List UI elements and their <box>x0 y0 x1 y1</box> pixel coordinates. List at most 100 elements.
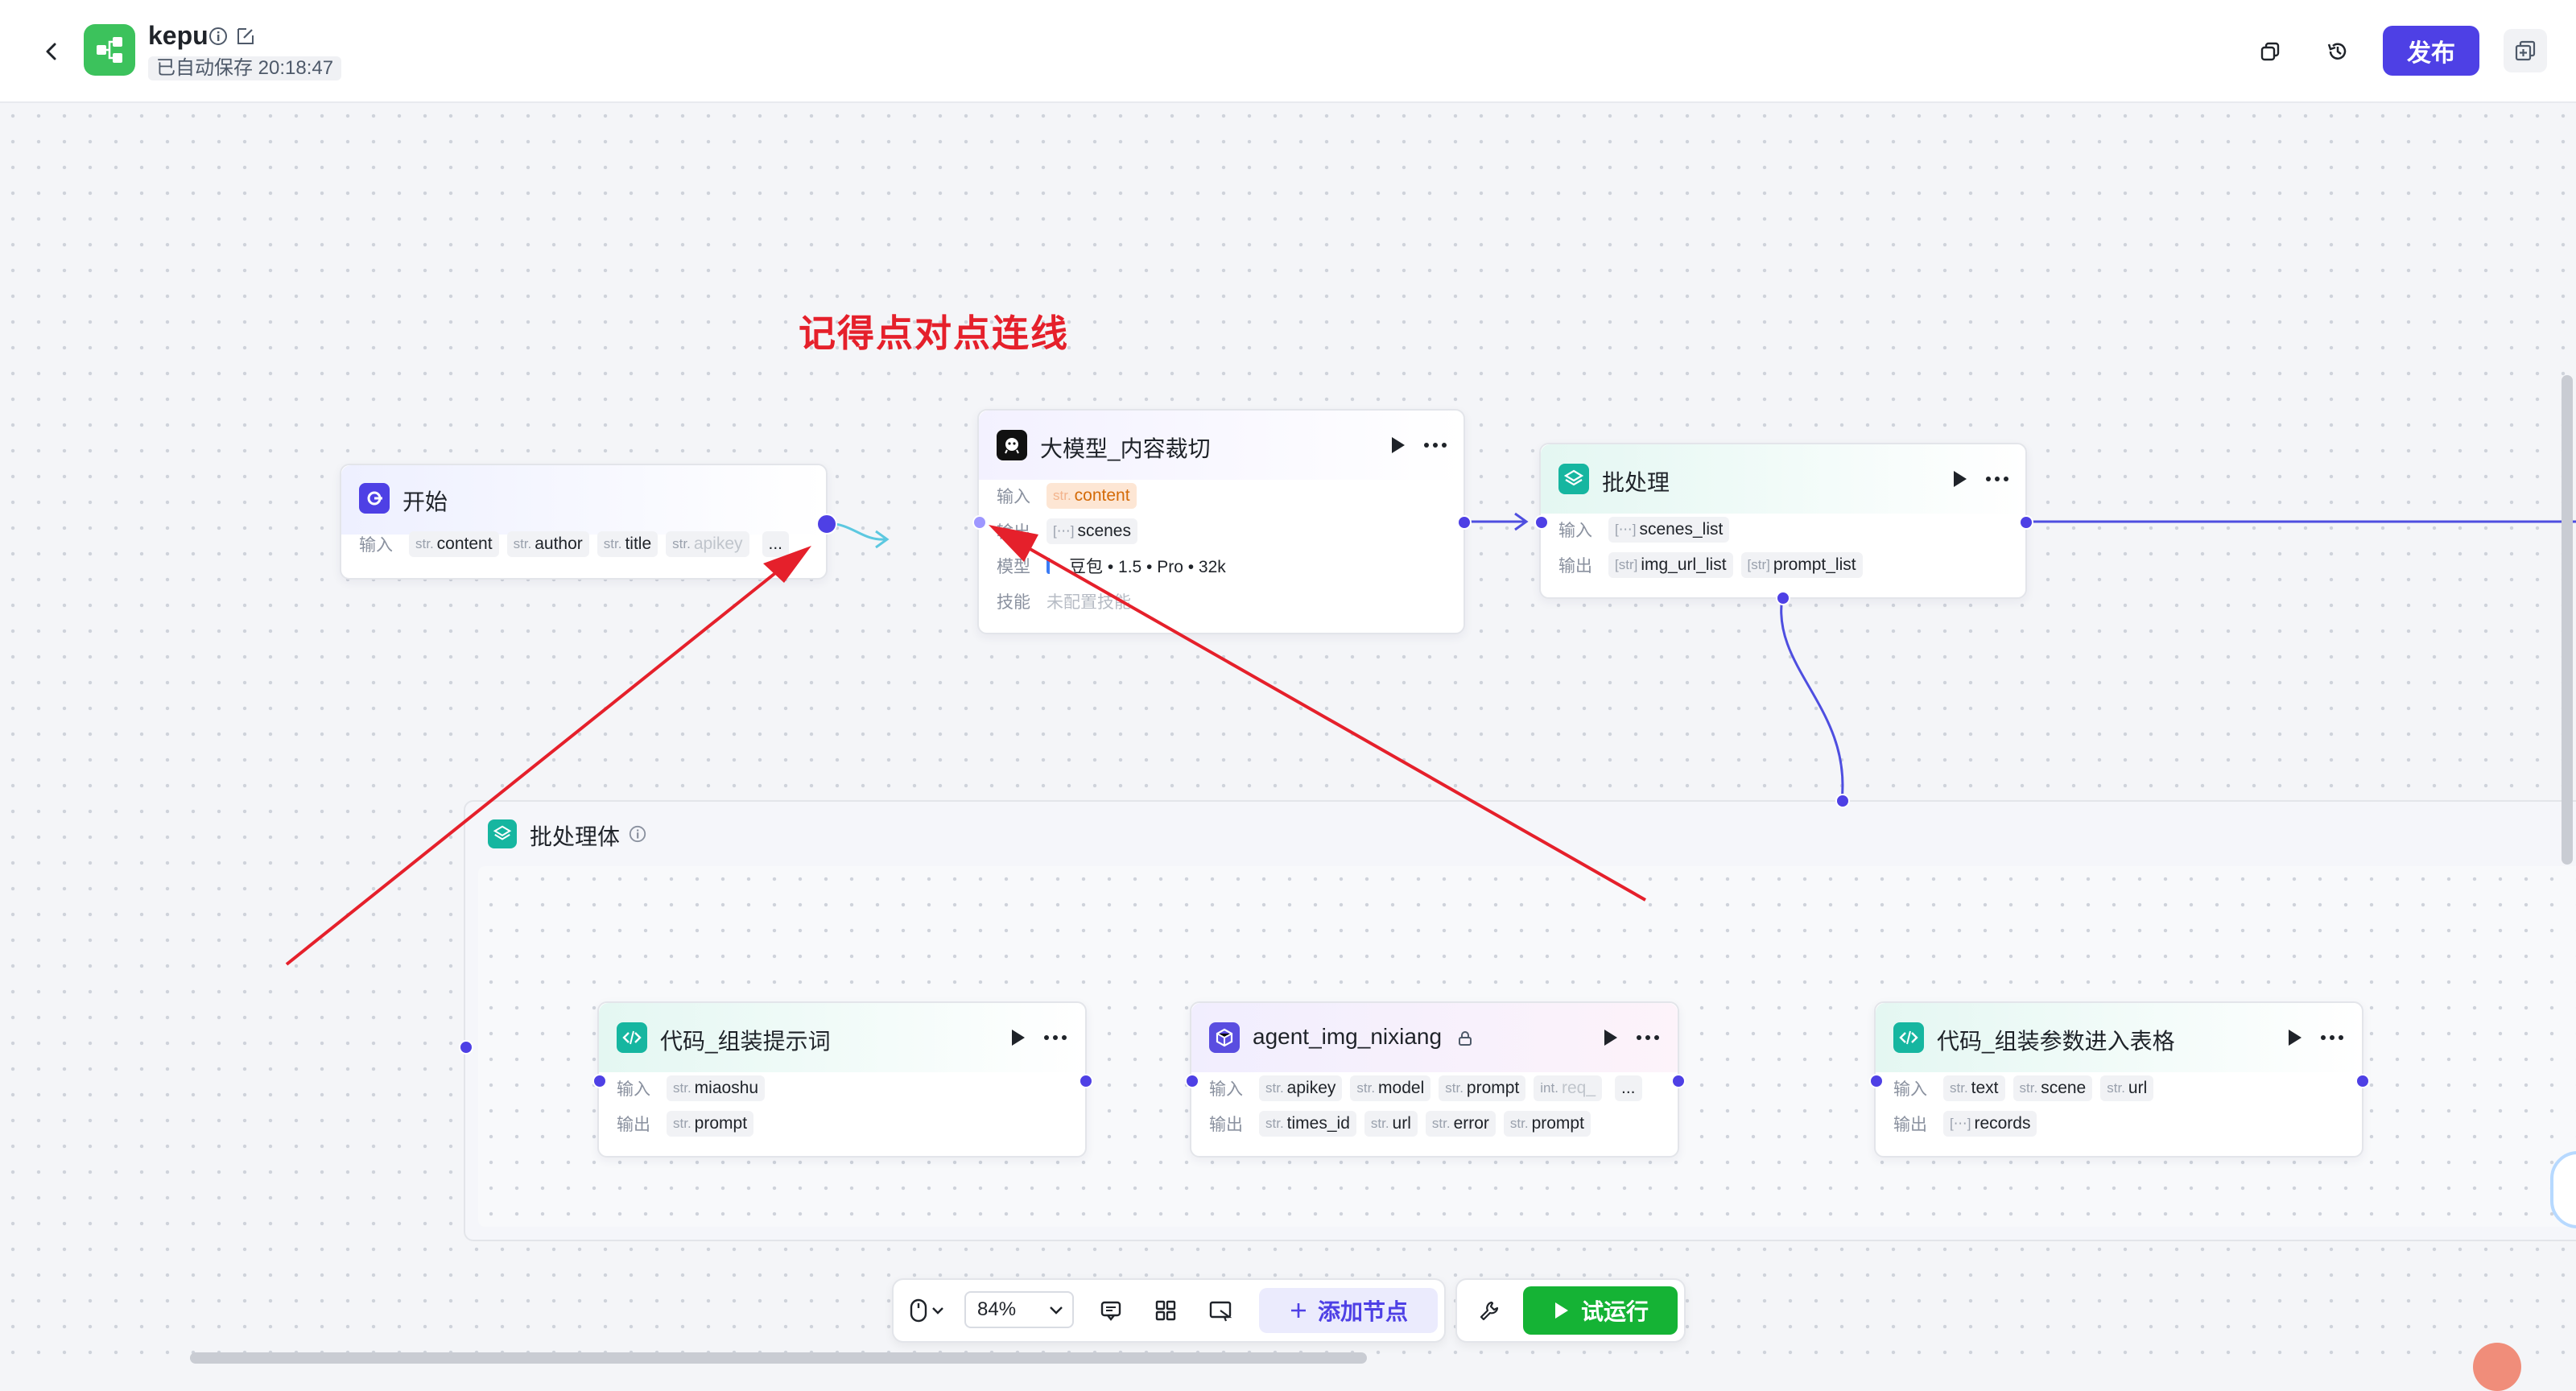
code-icon <box>617 1022 647 1053</box>
panel-toggle-button[interactable] <box>2504 29 2547 72</box>
layers-icon <box>1558 464 1589 494</box>
param-tag: str.model <box>1350 1075 1431 1101</box>
pointer-mode-button[interactable] <box>910 1294 952 1327</box>
batch-input-row: 输入 [⋯]scenes_list <box>1558 517 1730 543</box>
test-run-button[interactable]: 试运行 <box>1523 1286 1678 1335</box>
param-tag: str.apikey <box>1259 1075 1343 1101</box>
history-button[interactable] <box>2318 32 2357 71</box>
agent-output-port[interactable] <box>1671 1074 1686 1088</box>
agent-input-row: 输入 str.apikey str.model str.prompt int.r… <box>1209 1075 1642 1101</box>
param-tag: [str]img_url_list <box>1608 552 1733 578</box>
run-node-icon[interactable] <box>2285 1027 2304 1048</box>
llm-input-row: 输入 str.content <box>997 483 1137 509</box>
batch-node[interactable]: 批处理 输入 [⋯]scenes_list 输出 [str]img_url_li… <box>1539 443 2027 599</box>
param-tag: str.text <box>1943 1075 2005 1101</box>
skill-value: 未配置技能 <box>1046 593 1131 612</box>
debug-tools-button[interactable] <box>1473 1294 1505 1327</box>
llm-input-port[interactable] <box>972 515 987 530</box>
add-window-icon <box>2515 40 2536 61</box>
param-tag: int.req_ <box>1534 1075 1602 1101</box>
minimap-icon <box>1209 1301 1232 1322</box>
app-name: kepu <box>148 21 208 50</box>
node-title: 批处理 <box>1602 470 1670 495</box>
layout-button[interactable] <box>1150 1294 1182 1327</box>
input-label: 输入 <box>359 536 393 555</box>
edit-icon[interactable] <box>235 26 256 47</box>
run-node-icon[interactable] <box>1008 1027 1027 1048</box>
chevron-down-icon <box>1050 1306 1063 1315</box>
code-table-node[interactable]: 代码_组装参数进入表格 输入 str.text str.scene str.ur… <box>1874 1001 2363 1158</box>
publish-button[interactable]: 发布 <box>2383 26 2479 76</box>
model-name: 豆包 • 1.5 • Pro • 32k <box>1069 558 1226 576</box>
autosave-status: 已自动保存 20:18:47 <box>148 56 342 80</box>
vertical-scrollbar[interactable] <box>2562 375 2573 865</box>
param-tag: [⋯]scenes <box>1046 518 1137 544</box>
annotation-note: 记得点对点连线 <box>799 312 1069 354</box>
comment-button[interactable] <box>1095 1294 1127 1327</box>
param-tag: [⋯]scenes_list <box>1608 517 1730 543</box>
start-node[interactable]: 开始 输入 str.content str.author str.title s… <box>340 464 828 580</box>
plugin-box-icon <box>1209 1022 1240 1053</box>
agent-node[interactable]: agent_img_nixiang 输入 str.apikey str.mode… <box>1190 1001 1679 1158</box>
code-prompt-output-port[interactable] <box>1079 1074 1093 1088</box>
minimap-button[interactable] <box>1204 1294 1236 1327</box>
batch-body-port[interactable] <box>1776 591 1790 605</box>
code-table-output-row: 输出 [⋯]records <box>1893 1111 2037 1137</box>
batch-input-port[interactable] <box>1534 515 1549 530</box>
more-icon[interactable] <box>1634 1027 1662 1048</box>
batch-body-top-port[interactable] <box>1835 794 1850 808</box>
node-title: 大模型_内容裁切 <box>1040 436 1211 461</box>
start-output-port[interactable] <box>816 514 837 535</box>
llm-output-port[interactable] <box>1457 515 1472 530</box>
batch-body-left-port[interactable] <box>459 1040 473 1055</box>
add-node-label: 添加节点 <box>1317 1299 1408 1324</box>
run-node-icon[interactable] <box>1388 435 1407 456</box>
node-title: 代码_组装参数进入表格 <box>1937 1029 2175 1054</box>
more-icon[interactable] <box>1042 1027 1069 1048</box>
play-icon <box>1554 1302 1568 1319</box>
mouse-icon <box>910 1298 927 1323</box>
code-table-input-row: 输入 str.text str.scene str.url <box>1893 1075 2154 1101</box>
run-node-icon[interactable] <box>1950 468 1969 489</box>
app-logo <box>84 24 135 76</box>
run-toolbar: 试运行 <box>1455 1278 1686 1343</box>
param-tag: str.error <box>1425 1111 1496 1137</box>
code-table-input-port[interactable] <box>1869 1074 1884 1088</box>
feedback-bubble[interactable] <box>2473 1343 2521 1391</box>
batch-output-port[interactable] <box>2019 515 2033 530</box>
param-tag: str.prompt <box>1439 1075 1526 1101</box>
back-button[interactable] <box>32 32 71 71</box>
code-prompt-input-port[interactable] <box>592 1074 607 1088</box>
more-icon[interactable] <box>2318 1027 2346 1048</box>
canvas-toolbar: 84% 添加节点 <box>892 1278 1446 1343</box>
more-icon[interactable] <box>1422 435 1449 456</box>
horizontal-scrollbar[interactable] <box>190 1352 1367 1364</box>
llm-node[interactable]: 大模型_内容裁切 输入 str.content 输出 [⋯]scenes 模型 … <box>977 409 1465 634</box>
llm-bot-icon <box>997 430 1027 460</box>
more-params-badge[interactable]: ... <box>762 531 790 557</box>
node-title: agent_img_nixiang <box>1253 1024 1443 1049</box>
test-run-label: 试运行 <box>1580 1299 1649 1324</box>
top-bar: kepu 已自动保存 20:18:47 发布 <box>0 0 2576 103</box>
param-tag: str.author <box>506 531 589 557</box>
llm-model-row: 模型 豆包 • 1.5 • Pro • 32k <box>997 554 1226 578</box>
model-icon <box>1046 558 1061 574</box>
param-tag: str.prompt <box>667 1111 754 1137</box>
start-inputs: 输入 str.content str.author str.title str.… <box>359 531 790 557</box>
zoom-select[interactable]: 84% <box>964 1291 1074 1328</box>
comment-icon <box>1100 1301 1121 1321</box>
node-title: 代码_组装提示词 <box>660 1029 831 1054</box>
copy-button[interactable] <box>2251 32 2289 71</box>
info-icon[interactable] <box>208 26 229 47</box>
info-icon[interactable] <box>628 824 647 844</box>
run-node-icon[interactable] <box>1600 1027 1620 1048</box>
agent-input-port[interactable] <box>1185 1074 1199 1088</box>
code-prompt-node[interactable]: 代码_组装提示词 输入 str.miaoshu 输出 str.prompt <box>597 1001 1087 1158</box>
add-node-button[interactable]: 添加节点 <box>1259 1288 1438 1333</box>
code-table-output-port[interactable] <box>2355 1074 2370 1088</box>
param-tag: str.apikey <box>666 531 749 557</box>
more-params-badge[interactable]: ... <box>1615 1075 1642 1101</box>
plus-icon <box>1290 1303 1306 1318</box>
chevron-left-icon <box>46 43 56 60</box>
more-icon[interactable] <box>1984 468 2011 489</box>
